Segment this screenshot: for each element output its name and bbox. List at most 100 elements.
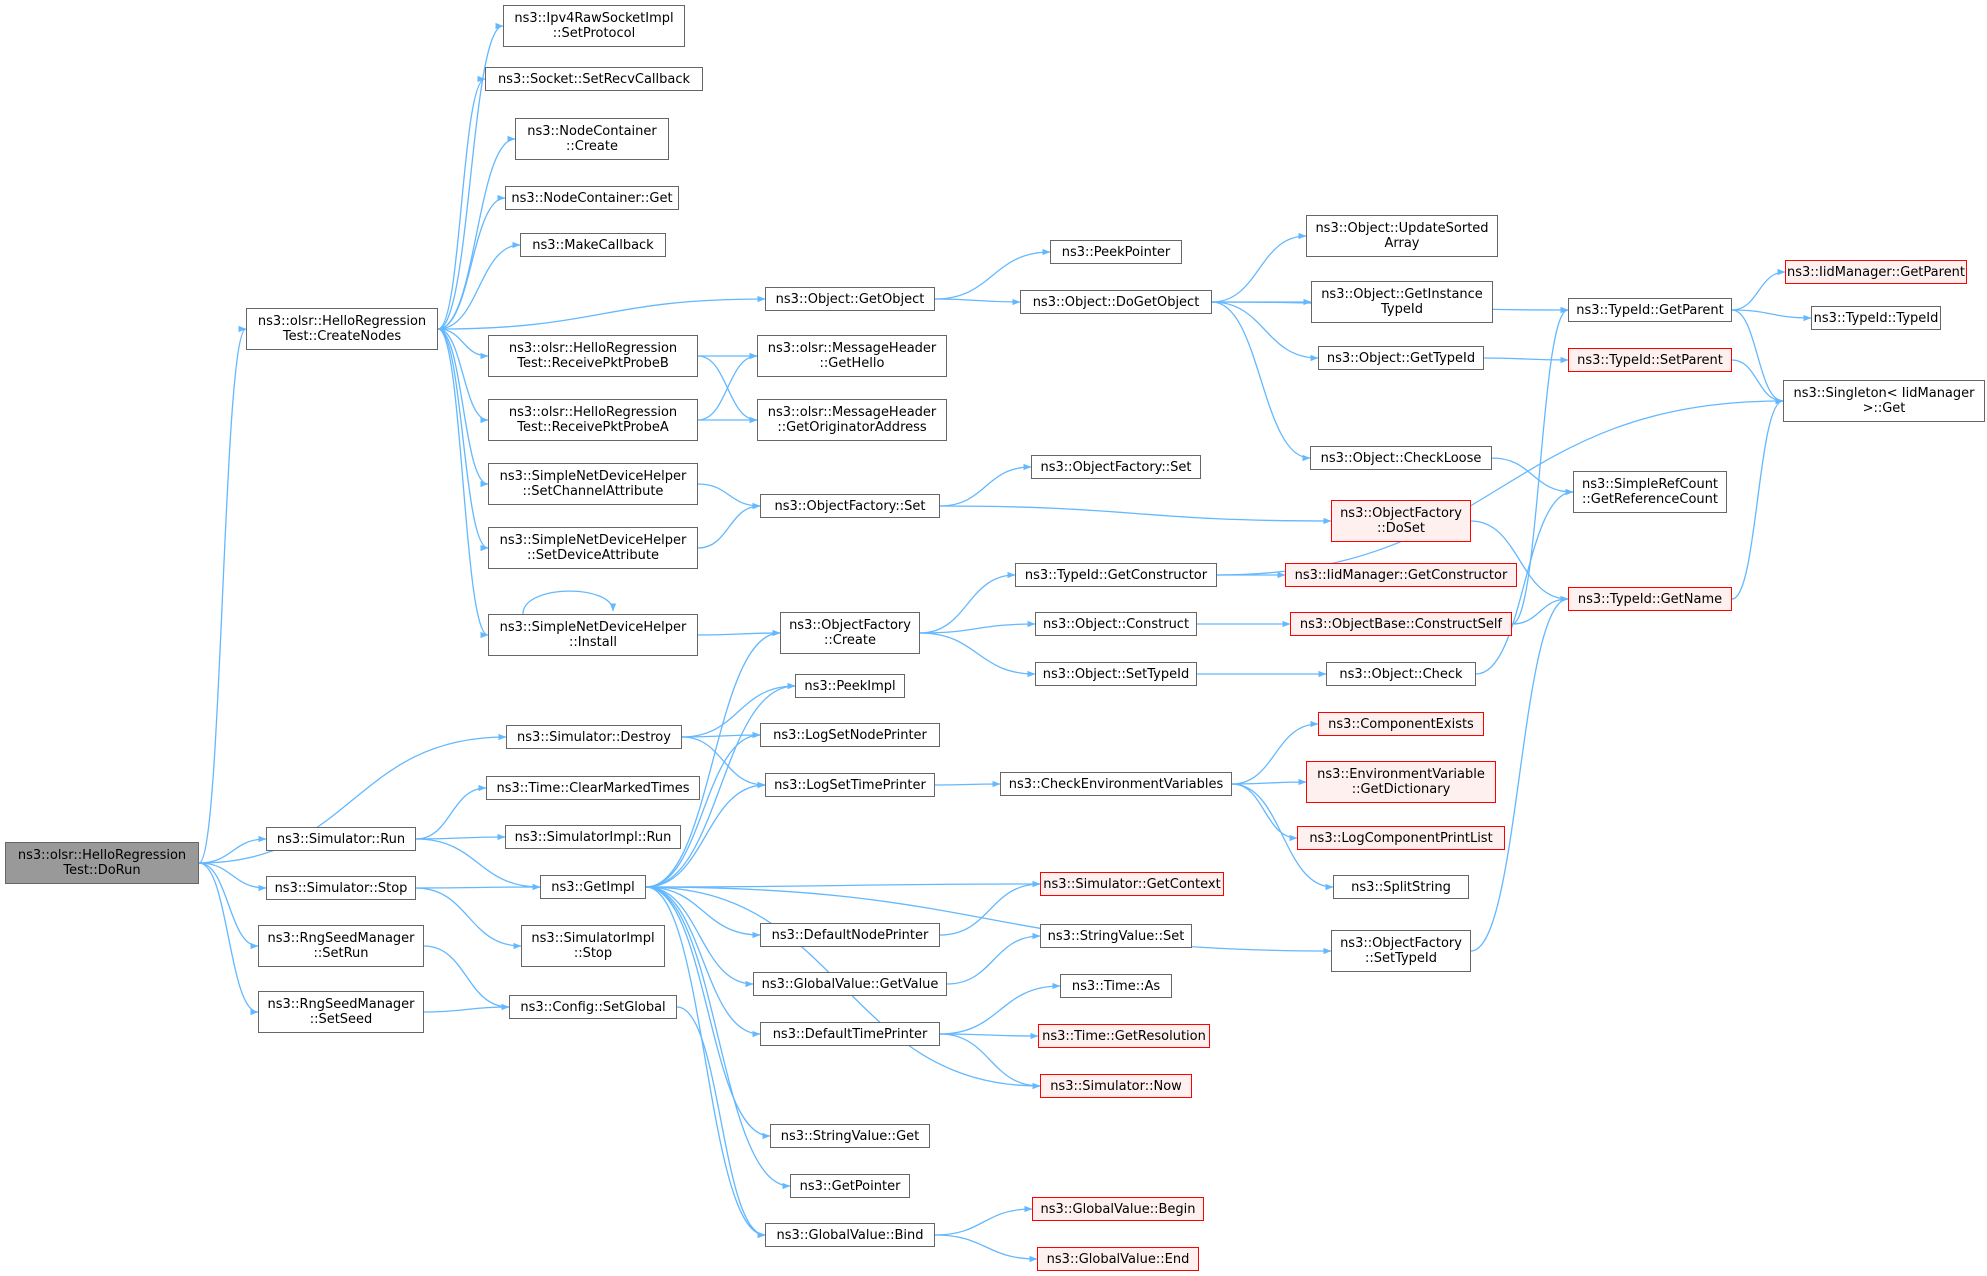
node-of-set2[interactable]: ns3::ObjectFactory::Set — [1031, 455, 1201, 479]
node-default-node-printer[interactable]: ns3::DefaultNodePrinter — [760, 923, 940, 947]
node-snd-set-channel-attr[interactable]: ns3::SimpleNetDeviceHelper::SetChannelAt… — [488, 463, 698, 505]
node-set-recv-callback[interactable]: ns3::Socket::SetRecvCallback — [485, 67, 703, 91]
node-sim-get-context[interactable]: ns3::Simulator::GetContext — [1040, 872, 1224, 896]
call-edges — [198, 22, 1812, 1263]
node-obj-check[interactable]: ns3::Object::Check — [1326, 662, 1476, 686]
node-of-set[interactable]: ns3::ObjectFactory::Set — [760, 494, 940, 518]
edge-gv-bind-to-gv-end — [934, 1234, 1038, 1263]
node-singleton-get[interactable]: ns3::Singleton< IidManager >::Get — [1783, 380, 1985, 422]
edge-create-nodes-to-recv-b — [437, 328, 489, 360]
node-time-as[interactable]: ns3::Time::As — [1060, 974, 1172, 998]
node-nc-get[interactable]: ns3::NodeContainer::Get — [505, 186, 679, 210]
node-obj-do-get-object[interactable]: ns3::Object::DoGetObject — [1020, 290, 1212, 314]
node-rng-set-seed[interactable]: ns3::RngSeedManager::SetSeed — [258, 991, 424, 1033]
edge-get-impl-to-default-time-printer — [645, 886, 761, 1038]
edge-do-run-to-create-nodes — [198, 325, 247, 864]
node-label: ns3::DefaultTimePrinter — [772, 1026, 928, 1042]
node-sim-stop[interactable]: ns3::Simulator::Stop — [266, 876, 416, 900]
node-gv-end[interactable]: ns3::GlobalValue::End — [1037, 1247, 1199, 1271]
node-gv-begin[interactable]: ns3::GlobalValue::Begin — [1032, 1197, 1204, 1221]
node-env-var-get-dictionary[interactable]: ns3::EnvironmentVariable::GetDictionary — [1306, 761, 1496, 803]
node-peek-pointer[interactable]: ns3::PeekPointer — [1050, 240, 1182, 264]
node-type-id-get-parent[interactable]: ns3::TypeId::GetParent — [1568, 298, 1732, 322]
node-label: ns3::TypeId::TypeId — [1813, 310, 1939, 326]
node-obj-set-type-id[interactable]: ns3::Object::SetTypeId — [1035, 662, 1197, 686]
node-time-get-resolution[interactable]: ns3::Time::GetResolution — [1038, 1024, 1210, 1048]
node-clear-marked-times[interactable]: ns3::Time::ClearMarkedTimes — [486, 776, 700, 800]
edge-sim-run-to-get-impl — [415, 838, 541, 891]
node-ipv4-set-protocol[interactable]: ns3::Ipv4RawSocketImpl::SetProtocol — [503, 5, 685, 47]
node-make-callback[interactable]: ns3::MakeCallback — [520, 233, 666, 257]
node-string-value-get[interactable]: ns3::StringValue::Get — [770, 1124, 930, 1148]
node-label: ns3::SplitString — [1351, 879, 1451, 895]
node-label: ns3::Ipv4RawSocketImpl::SetProtocol — [514, 11, 674, 41]
node-of-do-set[interactable]: ns3::ObjectFactory::DoSet — [1331, 500, 1471, 542]
node-get-impl[interactable]: ns3::GetImpl — [540, 875, 646, 899]
node-label: ns3::GlobalValue::GetValue — [761, 976, 939, 992]
edge-default-node-printer-to-sim-get-context — [939, 880, 1041, 936]
node-of-set-type-id[interactable]: ns3::ObjectFactory::SetTypeId — [1331, 930, 1471, 972]
node-obj-construct[interactable]: ns3::Object::Construct — [1035, 612, 1197, 636]
node-log-set-time-printer[interactable]: ns3::LogSetTimePrinter — [765, 773, 935, 797]
node-sim-run[interactable]: ns3::Simulator::Run — [266, 827, 416, 851]
node-string-value-set[interactable]: ns3::StringValue::Set — [1040, 924, 1192, 948]
node-gv-bind[interactable]: ns3::GlobalValue::Bind — [765, 1223, 935, 1247]
node-nc-create[interactable]: ns3::NodeContainer::Create — [515, 118, 669, 160]
edge-get-impl-to-peek-impl — [645, 682, 796, 888]
node-rng-set-run[interactable]: ns3::RngSeedManager::SetRun — [258, 925, 424, 967]
node-label: ns3::ObjectFactory::SetTypeId — [1340, 936, 1462, 966]
node-msg-get-hello[interactable]: ns3::olsr::MessageHeader::GetHello — [757, 335, 947, 377]
node-default-time-printer[interactable]: ns3::DefaultTimePrinter — [760, 1022, 940, 1046]
node-label: ns3::Object::SetTypeId — [1042, 666, 1190, 682]
node-obj-get-object[interactable]: ns3::Object::GetObject — [765, 287, 935, 311]
node-peek-impl[interactable]: ns3::PeekImpl — [795, 674, 905, 698]
node-log-set-node-printer[interactable]: ns3::LogSetNodePrinter — [760, 723, 940, 747]
node-label: ns3::GlobalValue::End — [1046, 1251, 1190, 1267]
node-type-id-get-constructor[interactable]: ns3::TypeId::GetConstructor — [1015, 563, 1217, 587]
node-snd-set-device-attr[interactable]: ns3::SimpleNetDeviceHelper::SetDeviceAtt… — [488, 527, 698, 569]
node-obj-get-type-id[interactable]: ns3::Object::GetTypeId — [1318, 346, 1484, 370]
edge-get-impl-to-log-set-time-printer — [645, 781, 766, 888]
node-get-pointer[interactable]: ns3::GetPointer — [790, 1174, 910, 1198]
node-component-exists[interactable]: ns3::ComponentExists — [1318, 712, 1484, 736]
node-snd-install[interactable]: ns3::SimpleNetDeviceHelper::Install — [488, 614, 698, 656]
node-label: ns3::Simulator::Run — [276, 831, 406, 847]
node-label: ns3::ComponentExists — [1328, 716, 1474, 732]
node-iid-get-parent[interactable]: ns3::IidManager::GetParent — [1785, 260, 1967, 284]
node-sim-now[interactable]: ns3::Simulator::Now — [1040, 1074, 1192, 1098]
node-config-set-global[interactable]: ns3::Config::SetGlobal — [509, 995, 677, 1019]
node-sim-destroy[interactable]: ns3::Simulator::Destroy — [506, 725, 682, 749]
node-check-env-vars[interactable]: ns3::CheckEnvironmentVariables — [1000, 772, 1232, 796]
node-sim-impl-run[interactable]: ns3::SimulatorImpl::Run — [505, 825, 681, 849]
node-of-create[interactable]: ns3::ObjectFactory::Create — [780, 612, 920, 654]
node-type-id-set-parent[interactable]: ns3::TypeId::SetParent — [1568, 348, 1732, 372]
node-label: ns3::Simulator::GetContext — [1043, 876, 1221, 892]
node-label: ns3::ObjectBase::ConstructSelf — [1299, 616, 1503, 632]
edge-gv-bind-to-gv-begin — [934, 1205, 1033, 1236]
node-obj-base-construct-self[interactable]: ns3::ObjectBase::ConstructSelf — [1290, 612, 1512, 636]
edge-get-impl-to-log-set-node-printer — [645, 731, 761, 888]
node-obj-check-loose[interactable]: ns3::Object::CheckLoose — [1310, 446, 1492, 470]
node-split-string[interactable]: ns3::SplitString — [1333, 875, 1469, 899]
edge-default-time-printer-to-time-get-resolution — [939, 1032, 1039, 1040]
edge-sim-destroy-to-log-set-time-printer — [681, 736, 766, 789]
node-label: ns3::EnvironmentVariable::GetDictionary — [1317, 767, 1485, 797]
node-log-component-print-list[interactable]: ns3::LogComponentPrintList — [1297, 826, 1505, 850]
edge-sim-run-to-sim-impl-run — [415, 833, 506, 841]
node-type-id-type-id[interactable]: ns3::TypeId::TypeId — [1811, 306, 1941, 330]
node-type-id-get-name[interactable]: ns3::TypeId::GetName — [1568, 587, 1732, 611]
node-iid-get-constructor[interactable]: ns3::IidManager::GetConstructor — [1285, 563, 1517, 587]
node-sim-impl-stop[interactable]: ns3::SimulatorImpl::Stop — [521, 925, 665, 967]
node-label: ns3::IidManager::GetConstructor — [1294, 567, 1508, 583]
node-simple-ref-count[interactable]: ns3::SimpleRefCount::GetReferenceCount — [1573, 471, 1727, 513]
node-gv-get-value[interactable]: ns3::GlobalValue::GetValue — [753, 972, 947, 996]
node-msg-get-orig[interactable]: ns3::olsr::MessageHeader::GetOriginatorA… — [757, 399, 947, 441]
